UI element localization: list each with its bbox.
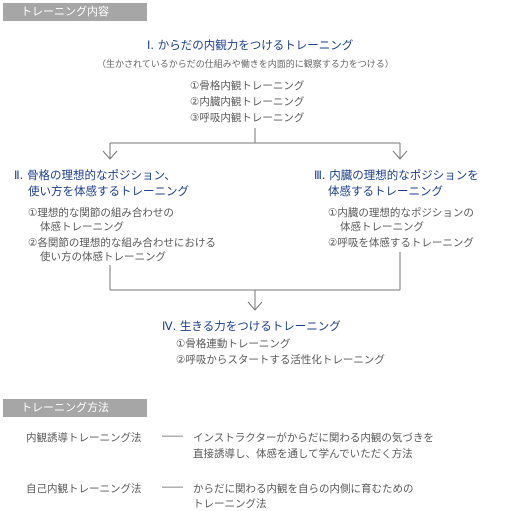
method-name: 自己内観トレーニング法: [26, 483, 142, 495]
node-3-item: ①内臓の理想的なポジションの: [328, 207, 474, 219]
arrow-right-icon: [392, 150, 408, 160]
method-dash: ――: [162, 481, 183, 493]
node-3-title: 体感するトレーニング: [328, 184, 443, 198]
node-1-item: ②内臓内観トレーニング: [190, 96, 305, 108]
method-desc: インストラクターがからだに関わる内観の気づきを: [193, 432, 434, 444]
method-desc: からだに関わる内観を自らの内側に育むための: [193, 483, 414, 495]
node-1-item: ①骨格内観トレーニング: [190, 80, 305, 92]
node-4-item: ②呼吸からスタートする活性化トレーニング: [176, 354, 385, 366]
node-4-item: ①骨格連動トレーニング: [176, 338, 291, 350]
node-3-item: ②呼吸を体感するトレーニング: [328, 237, 474, 249]
node-1-item: ③呼吸内観トレーニング: [190, 112, 305, 124]
node-2-title: 使い方を体感するトレーニング: [28, 184, 189, 198]
node-1-title: Ⅰ. からだの内観力をつけるトレーニング: [147, 38, 354, 52]
arrow-left-icon: [102, 150, 118, 160]
node-1-subtitle: （生かされているからだの仕組みや働きを内面的に観察する力をつける）: [97, 60, 394, 70]
node-2-item: 体感トレーニング: [40, 221, 124, 233]
node-3-title: Ⅲ. 内臓の理想的なポジションを: [314, 168, 479, 182]
node-4-title: Ⅳ. 生きる力をつけるトレーニング: [162, 319, 341, 333]
method-desc: トレーニング法: [193, 498, 267, 510]
section-label-training-content: トレーニング内容: [3, 3, 147, 21]
arrow-bottom-icon: [247, 301, 263, 311]
method-dash: ――: [162, 430, 183, 442]
node-3-item: 体感トレーニング: [340, 221, 424, 233]
method-name: 内観誘導トレーニング法: [26, 432, 142, 444]
section-label-training-method: トレーニング方法: [3, 399, 147, 417]
node-2-title: Ⅱ. 骨格の理想的なポジション、: [14, 168, 176, 182]
node-2-item: ②各関節の理想的な組み合わせにおける: [28, 237, 216, 249]
node-2-item: ①理想的な関節の組み合わせの: [28, 207, 174, 219]
node-2-item: 使い方の体感トレーニング: [40, 251, 166, 263]
method-desc: 直接誘導し、体感を通して学んでいただく方法: [193, 448, 413, 460]
